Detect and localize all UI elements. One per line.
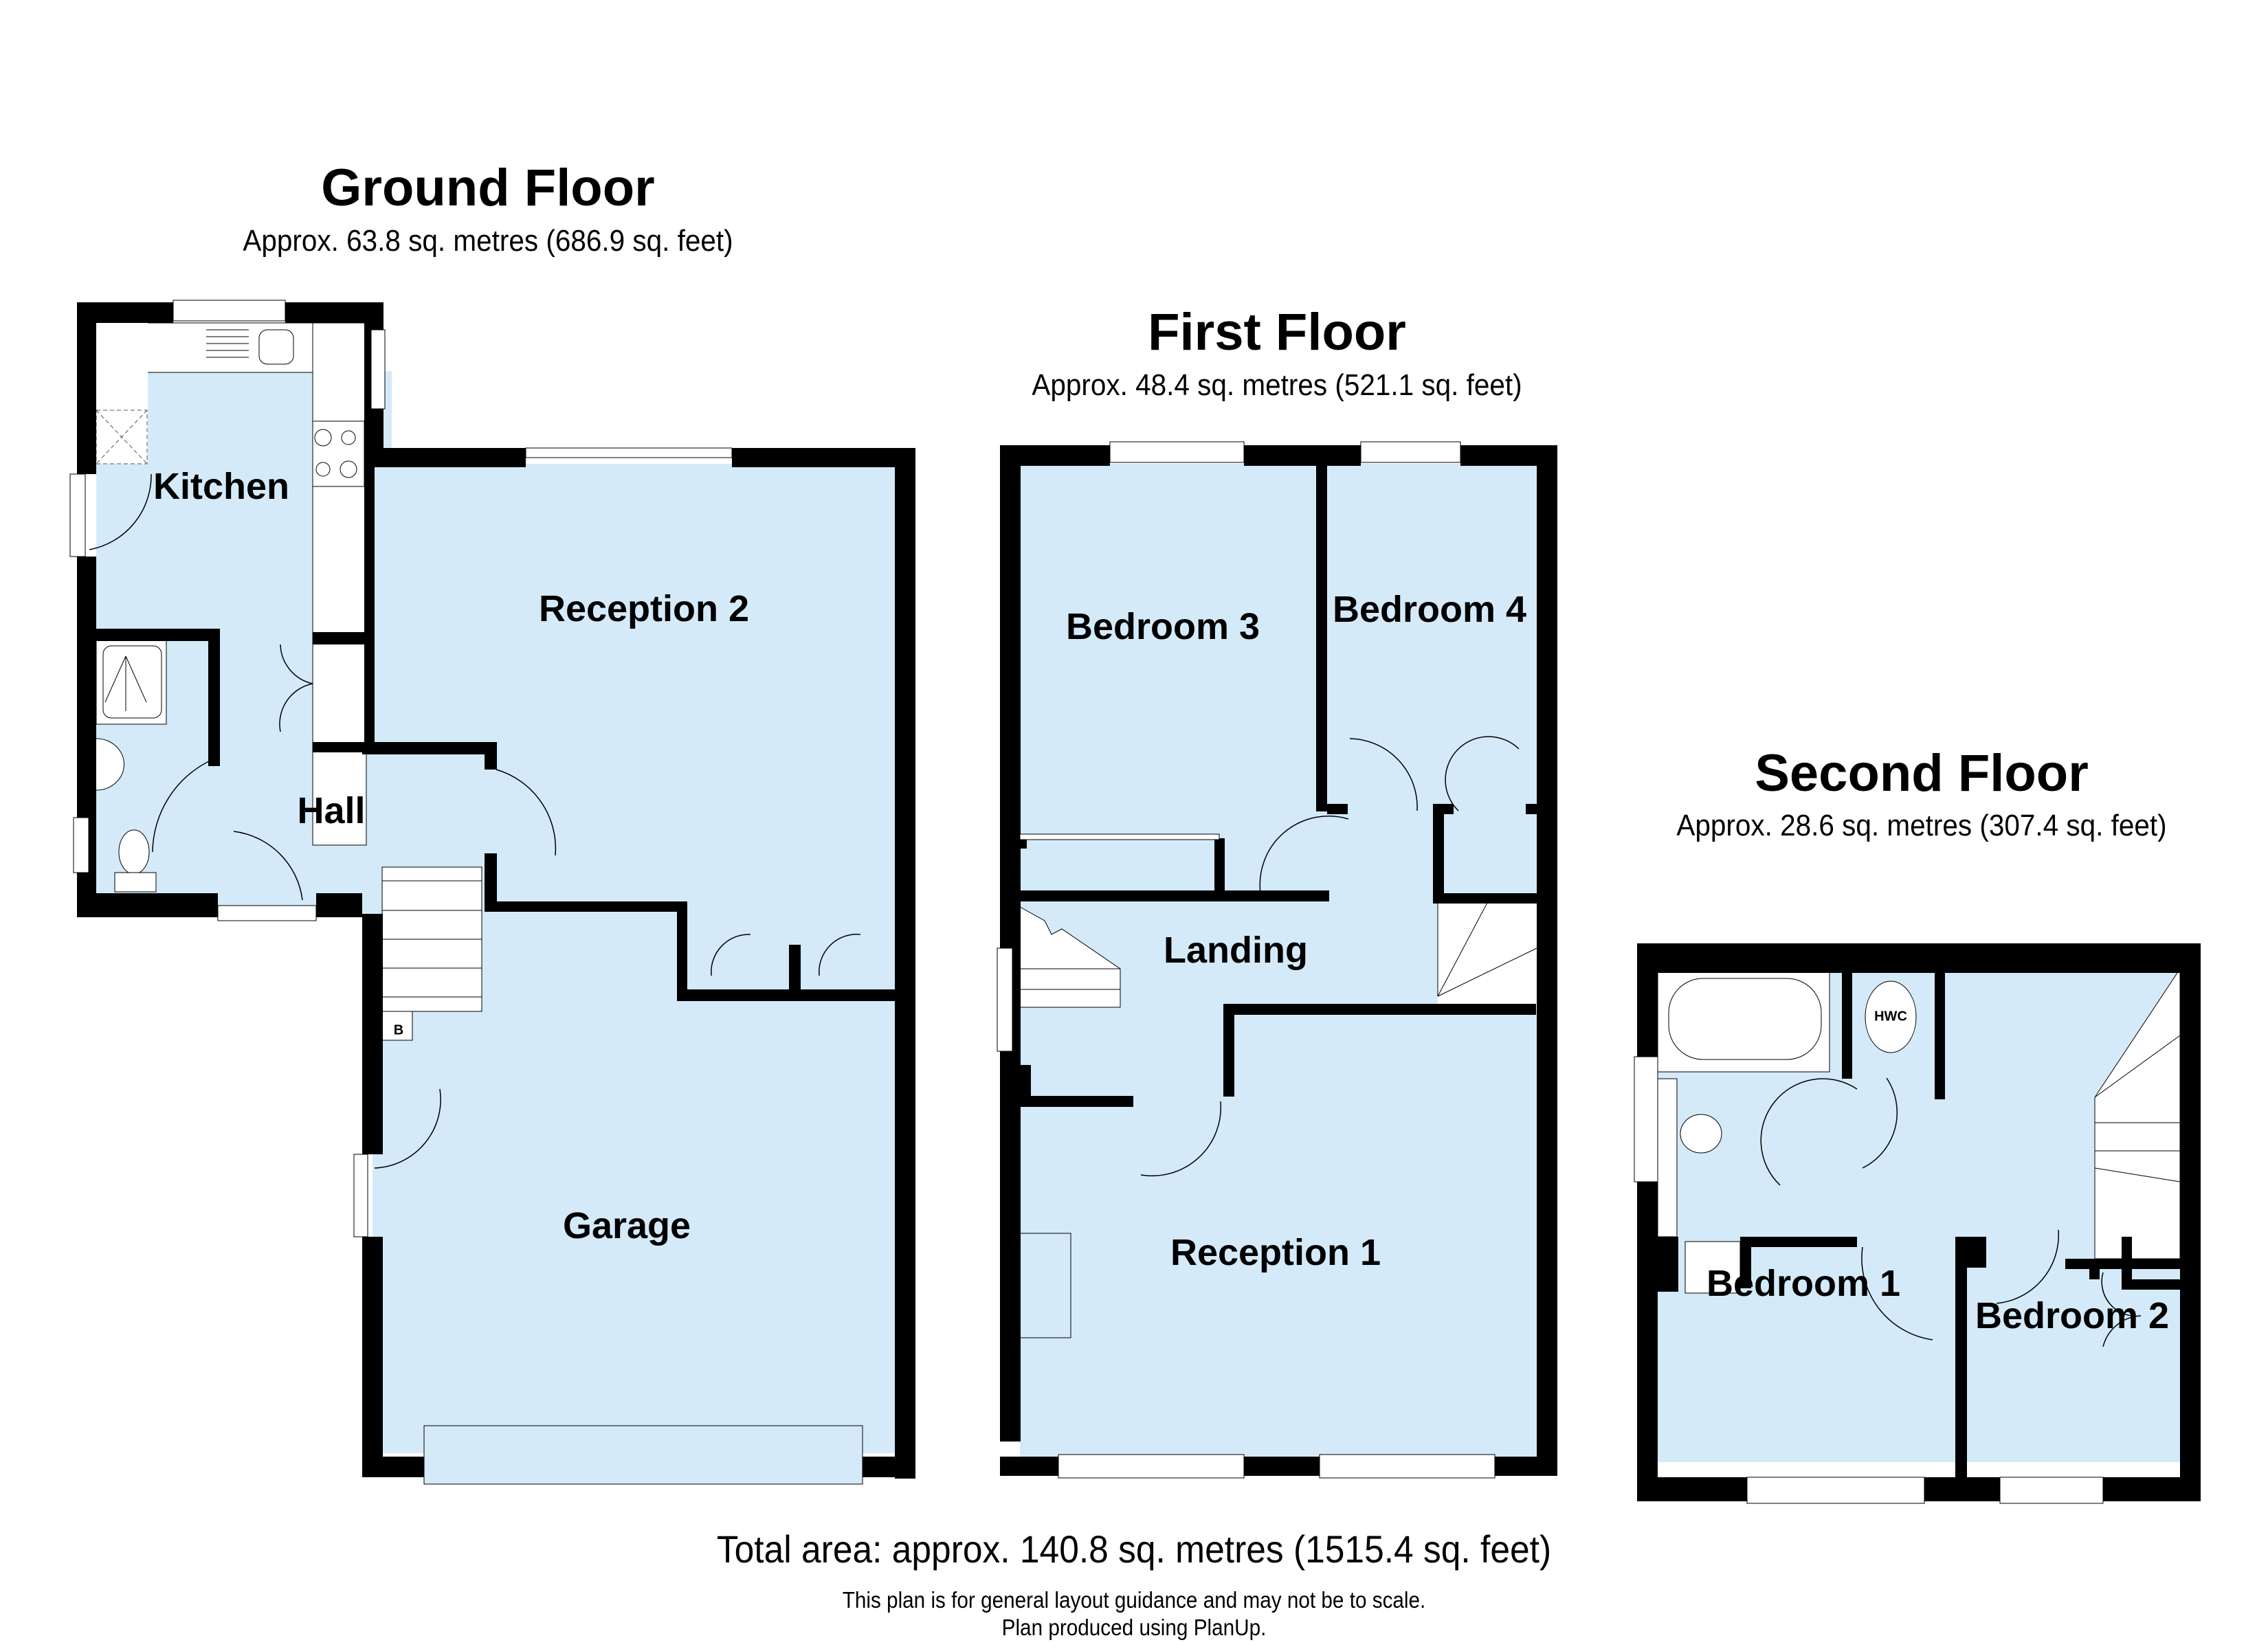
room-label-bedroom-1: Bedroom 1 [1706, 1263, 1901, 1304]
room-label-bedroom-4: Bedroom 4 [1332, 589, 1527, 630]
hwc-label: HWC [1874, 1009, 1907, 1024]
room-label-bedroom-2: Bedroom 2 [1975, 1295, 2170, 1336]
ground-floor-plan [69, 300, 915, 1485]
first-floor-area: Approx. 48.4 sq. metres (521.1 sq. feet) [1032, 368, 1522, 402]
ground-floor-title: Ground Floor [321, 159, 655, 217]
room-label-landing: Landing [1164, 930, 1308, 971]
first-floor-plan [997, 441, 1557, 1479]
first-floor-title: First Floor [1148, 303, 1406, 361]
ground-floor-area: Approx. 63.8 sq. metres (686.9 sq. feet) [243, 224, 733, 258]
room-label-garage: Garage [562, 1205, 691, 1246]
second-floor-area: Approx. 28.6 sq. metres (307.4 sq. feet) [1676, 809, 2167, 842]
second-floor-title: Second Floor [1755, 744, 2089, 803]
room-label-hall: Hall [297, 790, 366, 831]
kitchen-sink-icon [206, 329, 294, 365]
room-label-bedroom-3: Bedroom 3 [1065, 606, 1260, 647]
boiler-label: B [393, 1022, 404, 1038]
disclaimer: This plan is for general layout guidance… [842, 1587, 1426, 1613]
credit: Plan produced using PlanUp. [1001, 1615, 1267, 1640]
room-label-reception-1: Reception 1 [1170, 1232, 1381, 1273]
second-floor-plan [1634, 943, 2201, 1504]
room-label-reception-2: Reception 2 [538, 588, 750, 629]
hob-icon [312, 420, 365, 487]
ground-stairs-icon [381, 866, 482, 1012]
total-area: Total area: approx. 140.8 sq. metres (15… [716, 1527, 1552, 1571]
room-label-kitchen: Kitchen [153, 466, 290, 507]
